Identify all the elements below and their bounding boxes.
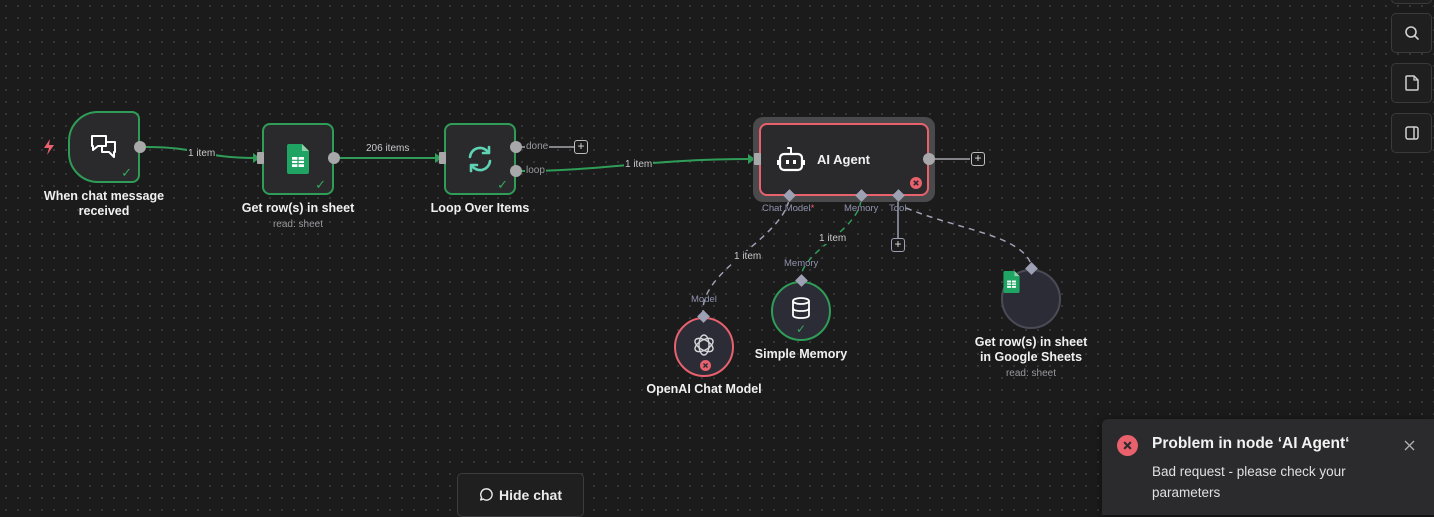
success-check-icon: ✓ (315, 177, 326, 192)
refresh-icon (468, 145, 492, 173)
output-label-done: done (525, 141, 550, 152)
openai-icon (694, 334, 714, 356)
node-label-line2: in Google Sheets (979, 350, 1083, 364)
node-label: AI Agent (817, 152, 870, 167)
output-handle[interactable] (134, 141, 146, 153)
node-label: Get row(s) in sheet in Google Sheets (961, 335, 1101, 365)
search-button[interactable] (1391, 13, 1432, 53)
output-handle[interactable] (328, 152, 340, 164)
toolbar-button-top[interactable] (1391, 0, 1432, 4)
node-label-line1: When chat message (43, 189, 165, 203)
lightning-icon (44, 139, 54, 155)
edge-label: 1 item (187, 148, 217, 159)
toast-message: Bad request - please check your paramete… (1152, 464, 1346, 500)
node-sublabel: read: sheet (272, 219, 324, 230)
edge-label: 1 item (733, 251, 763, 262)
sticky-note-icon (1404, 75, 1419, 91)
chat-bubble-icon (479, 488, 493, 501)
toast-title: Problem in node ‘AI Agent‘ (1152, 435, 1350, 452)
success-check-icon: ✓ (497, 177, 508, 192)
success-check-icon: ✓ (121, 165, 132, 180)
node-label: Loop Over Items (430, 201, 530, 215)
search-icon (1404, 26, 1419, 40)
toggle-panel-button[interactable] (1391, 113, 1432, 153)
edge-label: 206 items (365, 143, 411, 154)
node-simple-memory[interactable]: ✓ (771, 281, 831, 341)
node-label: Simple Memory (754, 347, 848, 361)
database-icon (792, 297, 810, 320)
required-mark: * (810, 203, 815, 214)
output-handle-loop[interactable] (510, 165, 522, 177)
node-sublabel: read: sheet (1005, 368, 1057, 379)
node-label: When chat message received (34, 189, 174, 219)
node-openai-chat-model[interactable] (674, 317, 734, 377)
input-handle[interactable] (257, 152, 264, 164)
output-handle[interactable] (923, 153, 935, 165)
google-sheets-icon (287, 144, 309, 174)
chat-bubbles-icon (91, 135, 116, 158)
error-circle-icon (1117, 435, 1138, 456)
error-icon (700, 360, 711, 371)
node-loop-over-items[interactable]: ✓ (444, 123, 516, 195)
input-handle[interactable] (439, 152, 446, 164)
error-toast: Problem in node ‘AI Agent‘ Bad request -… (1102, 419, 1434, 515)
node-when-chat-message-received[interactable]: ✓ (68, 111, 140, 183)
node-get-rows-google-sheets[interactable] (1001, 269, 1061, 329)
node-ai-agent[interactable]: AI Agent (759, 123, 929, 196)
robot-icon (777, 147, 805, 172)
node-get-rows-in-sheet[interactable]: ✓ (262, 123, 334, 195)
port-label-text: Chat Model (762, 203, 811, 214)
close-icon[interactable] (1404, 440, 1415, 451)
node-label: OpenAI Chat Model (646, 382, 762, 396)
port-label-memory-input: Memory (784, 258, 819, 269)
output-handle-done[interactable] (510, 141, 522, 153)
input-handle[interactable] (754, 153, 761, 165)
add-node-button[interactable]: + (574, 140, 588, 154)
add-sticky-note-button[interactable] (1391, 63, 1432, 103)
output-label-loop: loop (525, 165, 546, 176)
google-sheets-icon (1003, 271, 1020, 293)
node-label-line1: Get row(s) in sheet (974, 335, 1088, 349)
node-label: Get row(s) in sheet (241, 201, 355, 215)
port-label-model: Model (691, 294, 717, 305)
edge-label: 1 item (624, 159, 654, 170)
add-node-button[interactable]: + (971, 152, 985, 166)
success-check-icon: ✓ (796, 322, 807, 336)
port-label-chat-model: Chat Model* (762, 203, 814, 214)
port-label-memory: Memory (844, 203, 879, 214)
hide-chat-label: Hide chat (498, 487, 562, 503)
hide-chat-button[interactable]: Hide chat (457, 473, 584, 517)
node-label-line2: received (78, 204, 130, 218)
edge-label: 1 item (818, 233, 848, 244)
add-tool-button[interactable]: + (891, 238, 905, 252)
panel-toggle-icon (1404, 126, 1419, 140)
port-label-tool: Tool (889, 203, 907, 214)
error-icon (910, 177, 922, 189)
